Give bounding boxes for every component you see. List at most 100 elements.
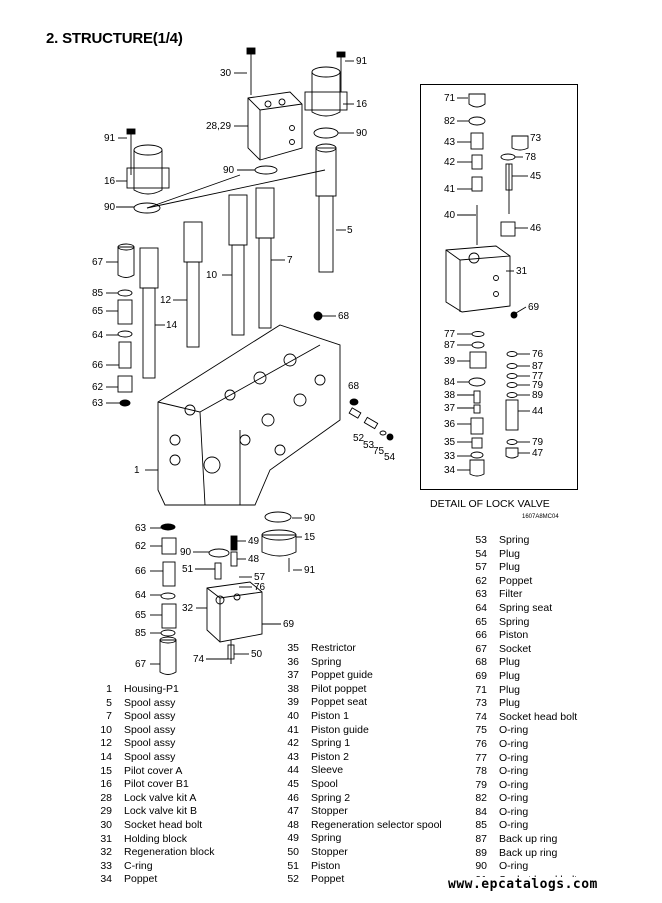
part-name: O-ring [499, 860, 529, 873]
callout-67: 67 [135, 659, 147, 670]
parts-list-row: 42 Spring 1 [277, 737, 442, 751]
part-name: Spring 1 [311, 737, 351, 750]
part-name: Filter [499, 588, 523, 601]
callout-63: 63 [92, 398, 104, 409]
part-number: 89 [475, 846, 487, 859]
callout-31: 31 [516, 266, 528, 277]
part-name: Poppet [311, 873, 345, 886]
callout-85: 85 [92, 288, 104, 299]
part-number: 44 [287, 764, 299, 777]
callout-45: 45 [530, 171, 542, 182]
callout-66: 66 [92, 360, 104, 371]
part-number: 35 [287, 642, 299, 654]
watermark: www.epcatalogs.com [448, 877, 598, 892]
part-name: Spool assy [124, 696, 176, 709]
callout-36: 36 [444, 419, 456, 430]
callout-37: 37 [444, 403, 456, 414]
callout-48: 48 [248, 554, 260, 565]
part-name: Regeneration selector spool [311, 818, 442, 831]
part-name: O-ring [499, 751, 529, 764]
part-name: Socket [499, 642, 532, 655]
callout-16: 16 [356, 99, 368, 110]
callout-90: 90 [304, 513, 316, 524]
callout-64: 64 [135, 590, 147, 601]
part-number: 32 [100, 846, 112, 859]
part-number: 90 [475, 860, 487, 873]
callout-28-29: 28,29 [206, 121, 231, 132]
part-name: C-ring [124, 859, 153, 872]
part-name: Spring [499, 534, 530, 546]
lock-valve-caption: DETAIL OF LOCK VALVE [430, 498, 550, 510]
part-name: Plug [499, 547, 521, 560]
part-name: Spring 2 [311, 791, 351, 804]
callout-32: 32 [182, 603, 194, 614]
part-number: 42 [287, 737, 299, 750]
part-number: 54 [475, 547, 487, 560]
callout-33: 33 [444, 451, 456, 462]
part-number: 41 [287, 723, 299, 736]
callout-34: 34 [444, 465, 456, 476]
part-number: 37 [287, 669, 299, 682]
callout-42: 42 [444, 157, 456, 168]
part-name: Plug [499, 656, 521, 669]
callout-91: 91 [104, 133, 116, 144]
callout-44: 44 [532, 406, 544, 417]
parts-list-row: 87 Back up ring [465, 833, 577, 847]
callout-69: 69 [528, 302, 540, 313]
part-name: Spring [499, 615, 530, 628]
callout-71: 71 [444, 93, 456, 104]
part-number: 64 [475, 601, 487, 614]
part-name: Holding block [124, 832, 188, 845]
part-number: 15 [100, 764, 112, 777]
parts-list-row: 1 Housing-P1 [90, 683, 214, 697]
part-number: 66 [475, 629, 487, 642]
page-title: 2. STRUCTURE(1/4) [46, 30, 183, 47]
callout-15: 15 [304, 532, 316, 543]
part-number: 5 [106, 696, 112, 709]
callout-68: 68 [338, 311, 350, 322]
part-name: Housing-P1 [124, 683, 179, 695]
part-name: Piston [499, 629, 529, 642]
part-number: 40 [287, 709, 299, 722]
part-number: 50 [287, 845, 299, 858]
part-name: Plug [499, 669, 521, 682]
part-number: 57 [475, 561, 487, 574]
part-name: Spool [311, 777, 338, 790]
callout-68: 68 [348, 381, 360, 392]
part-name: Back up ring [499, 833, 558, 846]
part-number: 74 [475, 710, 487, 723]
parts-list-row: 90 O-ring [465, 860, 577, 874]
part-number: 36 [287, 655, 299, 668]
part-number: 51 [287, 859, 299, 872]
part-number: 79 [475, 778, 487, 791]
part-number: 87 [475, 833, 487, 846]
callout-62: 62 [92, 382, 104, 393]
callout-14: 14 [166, 320, 178, 331]
callout-62: 62 [135, 541, 147, 552]
callout-10: 10 [206, 270, 218, 281]
part-number: 1 [106, 683, 112, 695]
callout-57: 57 [254, 572, 266, 583]
part-name: Pilot poppet [311, 682, 367, 695]
callout-38: 38 [444, 390, 456, 401]
